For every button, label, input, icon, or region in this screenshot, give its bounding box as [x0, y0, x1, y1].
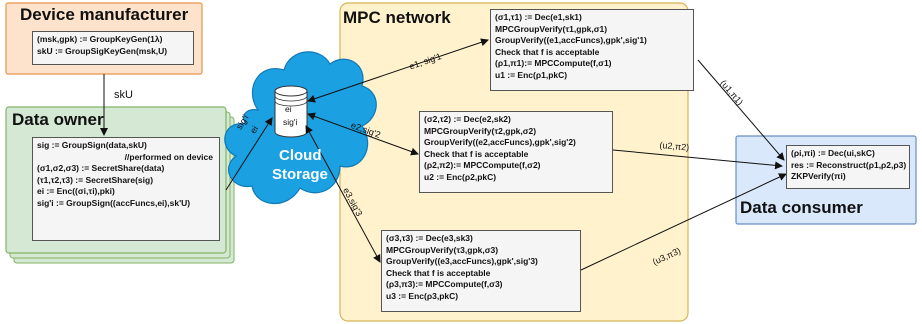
- edge-label-sku: skU: [114, 89, 133, 101]
- cloud-label: Storage: [272, 166, 328, 183]
- node1-line: (σ1,τ1) := Dec(e1,sk1): [495, 12, 582, 22]
- edge-owner-cloud: [225, 117, 273, 191]
- consumer-box: (ρi,πi) := Dec(ui,skC) res := Reconstruc…: [786, 145, 910, 189]
- owner-line: (τ1,τ2,τ3) := SecretShare(sig): [37, 174, 154, 185]
- node2-line: (ρ2,π2):= MPCCompute(f,σ2): [424, 160, 541, 171]
- node3-line: GroupVerify((e3,accFuncs),gpk',sig'3): [386, 256, 538, 267]
- db-label: sig'i: [283, 117, 298, 127]
- manufacturer-title: Device manufacturer: [20, 5, 189, 24]
- edge-node1-consumer: [697, 59, 785, 161]
- owner-line: sig'i := GroupSign((accFuncs,ei),sk'U): [37, 197, 191, 208]
- owner-line: //performed on device: [124, 151, 213, 162]
- node1-line: Check that f is acceptable: [495, 46, 600, 57]
- consumer-line: res := Reconstruct(ρ1,ρ2,ρ3): [791, 159, 907, 170]
- node3-line: (σ3,τ3) := Dec(e3,sk3): [386, 233, 473, 243]
- consumer-line: (ρi,πi) := Dec(ui,skC): [791, 148, 875, 158]
- node3-line: Check that f is acceptable: [386, 267, 491, 278]
- db-label: ei: [285, 104, 292, 114]
- node1-line: MPCGroupVerify(τ1,gpk,σ1): [495, 23, 608, 34]
- owner-title: Data owner: [12, 110, 104, 129]
- consumer-title: Data consumer: [740, 198, 863, 217]
- node1-line: u1 := Enc(ρ1,pkC): [495, 69, 568, 80]
- owner-line: ei := Enc((σi,τi),pki): [37, 186, 115, 197]
- owner-line: sig := GroupSign(data,skU): [37, 140, 147, 150]
- node3-line: u3 := Enc(ρ3,pkC): [386, 290, 459, 301]
- cloud-label: Cloud: [279, 147, 322, 164]
- node2-line: (σ2,τ2) := Dec(e2,sk2): [424, 114, 511, 124]
- owner-box: sig := GroupSign(data,skU) //performed o…: [32, 137, 220, 241]
- mpc-node-3: (σ3,τ3) := Dec(e3,sk3) MPCGroupVerify(τ3…: [381, 230, 581, 312]
- node1-line: GroupVerify((e1,accFuncs),gpk',sig'1): [495, 35, 647, 46]
- node3-line: (ρ3,π3):= MPCCompute(f,σ3): [386, 279, 503, 290]
- node3-line: MPCGroupVerify(τ3,gpk,σ3): [386, 244, 499, 255]
- edge-cloud-node3: [305, 125, 381, 263]
- manufacturer-line: skU := GroupSigKeyGen(msk,U): [37, 45, 168, 56]
- mpc-node-1: (σ1,τ1) := Dec(e1,sk1) MPCGroupVerify(τ1…: [490, 9, 694, 91]
- manufacturer-line: (msk,gpk) := GroupKeyGen(1λ): [37, 34, 163, 44]
- edge-node3-consumer: [580, 173, 787, 271]
- node1-line: (ρ1,π1):= MPCCompute(f,σ1): [495, 58, 612, 69]
- edge-node2-consumer: [612, 149, 783, 170]
- node2-line: GroupVerify((e2,accFuncs),gpk',sig'2): [424, 137, 576, 148]
- mpc-title: MPC network: [343, 8, 451, 27]
- node2-line: MPCGroupVerify(τ2,gpk,σ2): [424, 125, 537, 136]
- consumer-line: ZKPVerify(πi): [791, 171, 846, 182]
- mpc-node-2: (σ2,τ2) := Dec(e2,sk2) MPCGroupVerify(τ2…: [419, 111, 613, 193]
- node2-line: Check that f is acceptable: [424, 148, 529, 159]
- manufacturer-box: (msk,gpk) := GroupKeyGen(1λ) skU := Grou…: [32, 31, 194, 65]
- edge-cloud-node1: [307, 38, 489, 103]
- node2-line: u2 := Enc(ρ2,pkC): [424, 171, 497, 182]
- owner-line: (σ1,σ2,σ3) := SecretShare(data): [37, 163, 165, 174]
